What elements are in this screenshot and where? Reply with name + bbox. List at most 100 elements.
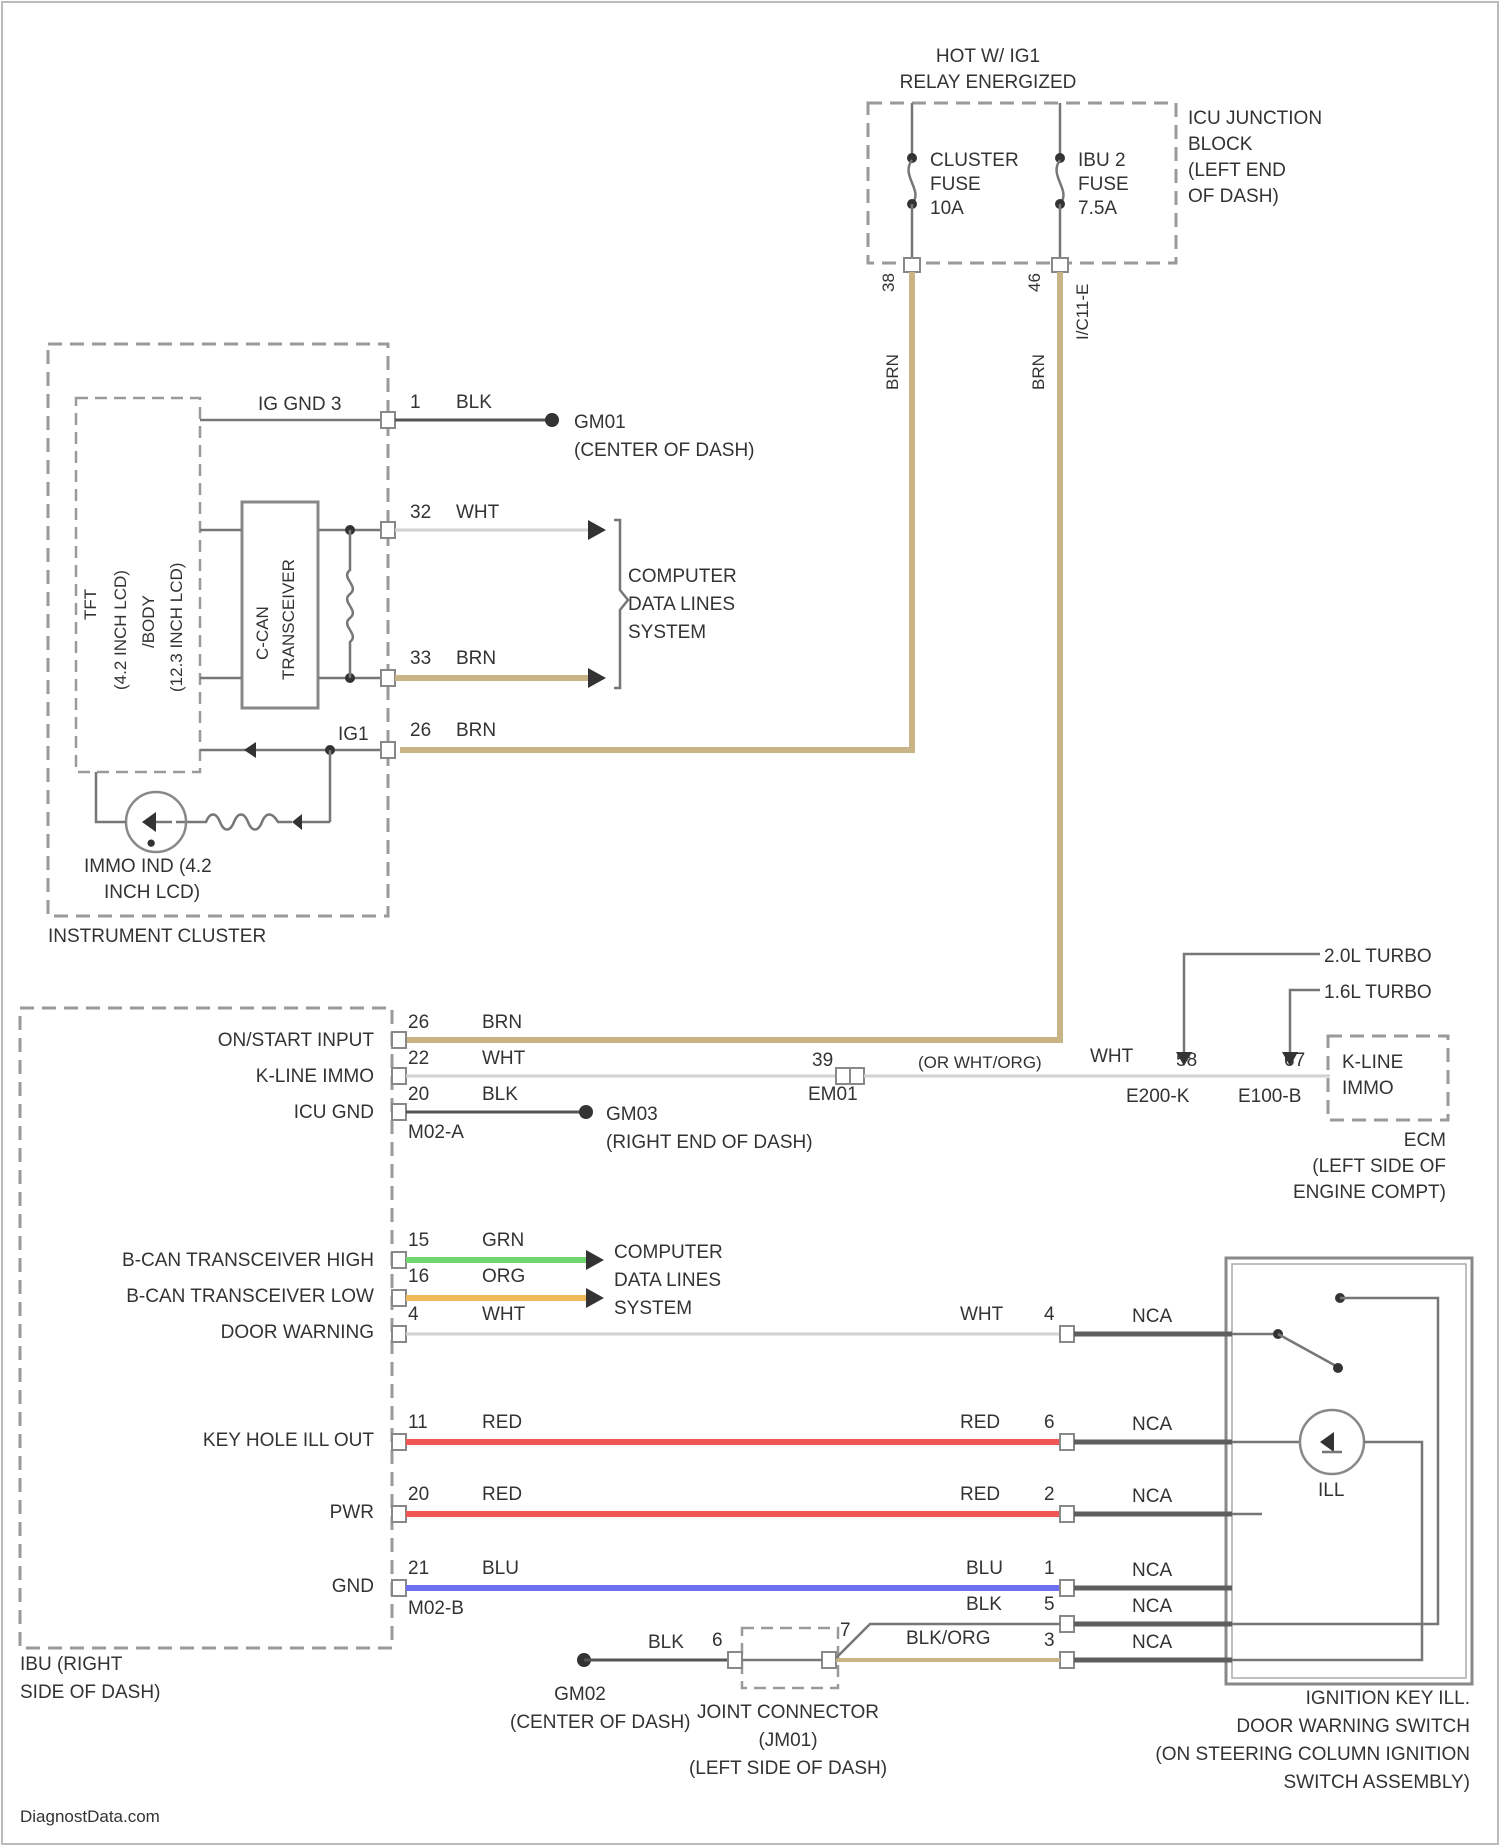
hot-label-1: HOT W/ IG1 [936,46,1040,67]
signal-key-hole-ill: KEY HOLE ILL OUT [203,1430,374,1451]
sw-pin-3: 3 [1044,1630,1055,1651]
signal-on-start: ON/START INPUT [218,1030,375,1051]
cluster-vert-2: (4.2 INCH LCD) [111,570,130,690]
fuse1-rating: 10A [930,198,964,219]
ignition-switch-assembly: WHT RED RED BLU BLK 4 6 2 1 5 3 NCA NCA … [960,1258,1472,1793]
signal-gnd: GND [332,1576,374,1597]
ibu-wire-org: ORG [482,1266,525,1287]
pin-38-label: 38 [879,273,898,292]
switch-name-1: IGNITION KEY ILL. [1306,1688,1470,1709]
ibu-wire-wht: WHT [482,1048,526,1069]
wire-brn-right-label: BRN [1029,354,1048,390]
sw-left-wire-4: BLU [966,1558,1003,1579]
data-lines-brace [614,520,628,688]
ecm-kline-2: IMMO [1342,1078,1394,1099]
wire-brn-33-label: BRN [456,648,496,669]
ibu-data-lines-2: DATA LINES [614,1270,721,1291]
joint-pin-6: 6 [712,1630,723,1651]
ig-gnd-label: IG GND 3 [258,394,341,415]
ecm-variant-2-0: 2.0L TURBO [1324,946,1432,967]
transceiver-label-1: C-CAN [253,606,272,660]
sw-pin-1: 1 [1044,1558,1055,1579]
ground-gm02-location: (CENTER OF DASH) [510,1712,691,1733]
ibu-pin-22: 22 [408,1048,429,1069]
ibu-wire-blk: BLK [482,1084,518,1105]
cluster-vert-1: TFT [81,589,100,620]
cluster-name: INSTRUMENT CLUSTER [48,926,266,947]
ibu-wire-blu: BLU [482,1558,519,1579]
junction-block-name-4: OF DASH) [1188,186,1279,207]
ibu-pin-20b: 20 [408,1484,429,1505]
ibu-pin-16: 16 [408,1266,429,1287]
nca-1: NCA [1132,1306,1172,1327]
wire-brn-26-label: BRN [456,720,496,741]
joint-name-3: (LEFT SIDE OF DASH) [689,1758,887,1779]
ground-gm03-location: (RIGHT END OF DASH) [606,1132,813,1153]
wire-blk-label: BLK [456,392,492,413]
ibu-pin-21: 21 [408,1558,429,1579]
switch-name-4: SWITCH ASSEMBLY) [1283,1772,1470,1793]
ibu-pin-11: 11 [408,1412,428,1433]
switch-outline [1226,1258,1472,1684]
cluster-data-lines-2: DATA LINES [628,594,735,615]
variant-2-0-line [1184,954,1320,1060]
signal-kline-immo: K-LINE IMMO [256,1066,374,1087]
immo-coil [176,815,292,830]
ill-label: ILL [1318,1480,1344,1501]
ecm-conn-e100b: E100-B [1238,1086,1301,1107]
pin-26-label: 26 [410,720,431,741]
signal-bcan-high: B-CAN TRANSCEIVER HIGH [122,1250,374,1271]
joint-wire-blk: BLK [648,1632,684,1653]
junction-block-name-2: BLOCK [1188,134,1253,155]
signal-door-warning: DOOR WARNING [221,1322,374,1343]
ground-gm02: GM02 [554,1684,606,1705]
pin-32-label: 32 [410,502,431,523]
switch-name-2: DOOR WARNING SWITCH [1236,1716,1470,1737]
joint-connector: BLK 6 7 BLK/ORG GM02 (CENTER OF DASH) JO… [510,1620,1060,1779]
nca-6: NCA [1132,1632,1172,1653]
pin-1-label: 1 [410,392,421,413]
ibu-pin-20a: 20 [408,1084,429,1105]
fuse2-rating: 7.5A [1078,198,1117,219]
fuse-block: HOT W/ IG1 RELAY ENERGIZED CLUSTER FUSE … [868,46,1322,390]
ibu-wire-wht-2: WHT [482,1304,526,1325]
immo-label-1: IMMO IND (4.2 [84,856,212,877]
pin-46-connector [1052,258,1068,272]
nca-2: NCA [1132,1414,1172,1435]
joint-name-2: (JM01) [758,1730,817,1751]
sw-left-wire-3: RED [960,1484,1000,1505]
wire-blk-org: BLK/ORG [906,1628,990,1649]
em01-label: EM01 [808,1084,858,1105]
ibu-module: ON/START INPUT K-LINE IMMO ICU GND B-CAN… [20,1008,406,1703]
ibu-data-lines-3: SYSTEM [614,1298,692,1319]
ibu-wire-red-1: RED [482,1412,522,1433]
ecm-variant-1-6: 1.6L TURBO [1324,982,1432,1003]
signal-bcan-low: B-CAN TRANSCEIVER LOW [126,1286,374,1307]
signal-pwr: PWR [330,1502,374,1523]
sw-pin-4: 4 [1044,1304,1055,1325]
instrument-cluster: TFT (4.2 INCH LCD) /BODY (12.3 INCH LCD)… [48,344,395,947]
nca-5: NCA [1132,1596,1172,1617]
sw-left-wire-2: RED [960,1412,1000,1433]
sw-pin-5: 5 [1044,1594,1055,1615]
fuse1-label: FUSE [930,174,981,195]
junction-block-name-3: (LEFT END [1188,160,1286,181]
immo-label-2: INCH LCD) [104,882,200,903]
pin-38-connector [904,258,920,272]
fuse2-name: IBU 2 [1078,150,1126,171]
ibu-name-1: IBU (RIGHT [20,1654,123,1675]
ecm-kline-1: K-LINE [1342,1052,1403,1073]
ibu-wire-brn: BRN [482,1012,522,1033]
nca-3: NCA [1132,1486,1172,1507]
ground-gm01: GM01 [574,412,626,433]
ibu-wire-red-2: RED [482,1484,522,1505]
connector-ic11e: I/C11-E [1073,284,1092,340]
ibu-connector-m02a: M02-A [408,1122,464,1143]
ecm-conn-e200k: E200-K [1126,1086,1190,1107]
ibu-connector-m02b: M02-B [408,1598,464,1619]
ecm-pin-39: 39 [812,1050,833,1071]
ecm-name-1: ECM [1404,1130,1446,1151]
cluster-vert-4: (12.3 INCH LCD) [167,563,186,692]
cluster-data-lines-3: SYSTEM [628,622,706,643]
